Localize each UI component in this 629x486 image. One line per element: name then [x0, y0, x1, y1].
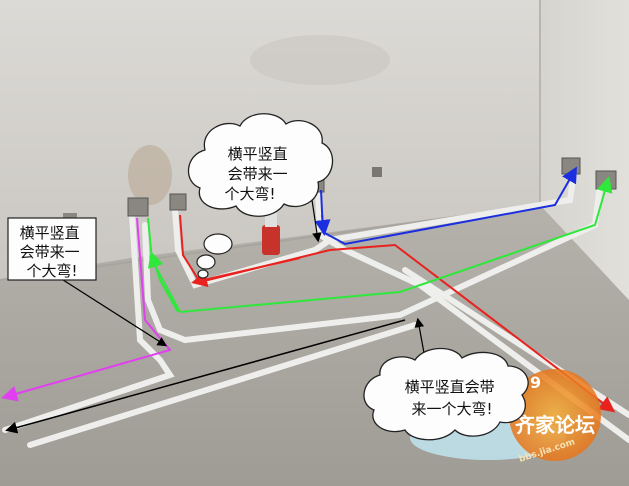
callout-bottom-line-1: 横平竖直会带 [405, 378, 495, 396]
callout-pointer [59, 277, 168, 347]
watermark-badge [509, 369, 601, 461]
callout-left-line-3: 个大弯! [26, 262, 77, 280]
junction-box [169, 193, 187, 211]
wall-stain [128, 145, 172, 205]
magenta-arrow-path [1, 217, 172, 402]
callout-pointer [311, 199, 322, 243]
svg-text:横平竖直会带 来一个大弯!: 横平竖直会带 来一个大弯! [405, 378, 500, 418]
red-arrow-back [191, 257, 301, 288]
callout-bottom-line-2: 来一个大弯! [411, 400, 492, 418]
blue-arrow-down [314, 214, 331, 236]
callout-top-line-3: 个大弯! [224, 185, 275, 203]
callout-cloud-bottom: 横平竖直会带 来一个大弯! [363, 347, 529, 441]
callout-top-line-2: 会带来一 [228, 165, 288, 183]
black-arrow-left [5, 319, 406, 434]
watermark-logo-number: 9 [530, 373, 541, 392]
junction-box [372, 167, 382, 177]
callout-left-line-2: 会带来一 [20, 243, 80, 261]
callout-left-line-1: 横平竖直 [20, 224, 80, 242]
conduit-pipes [2, 162, 629, 448]
svg-text:横平竖直 会带来一 个大弯!: 横平竖直 会带来一 个大弯! [20, 224, 85, 280]
callout-box-left: 横平竖直 会带来一 个大弯! [7, 217, 97, 281]
junction-box [561, 157, 581, 175]
green-arrow-start [148, 251, 179, 313]
callout-cloud-top: 横平竖直 会带来一 个大弯! [187, 113, 334, 279]
svg-text:横平竖直 会带来一 个大弯!: 横平竖直 会带来一 个大弯! [224, 145, 292, 203]
junction-box [127, 197, 149, 217]
callout-top-line-1: 横平竖直 [228, 145, 288, 163]
watermark-label: 齐家论坛 [515, 413, 595, 437]
wall-stain [250, 35, 390, 85]
right-wall [540, 0, 629, 300]
